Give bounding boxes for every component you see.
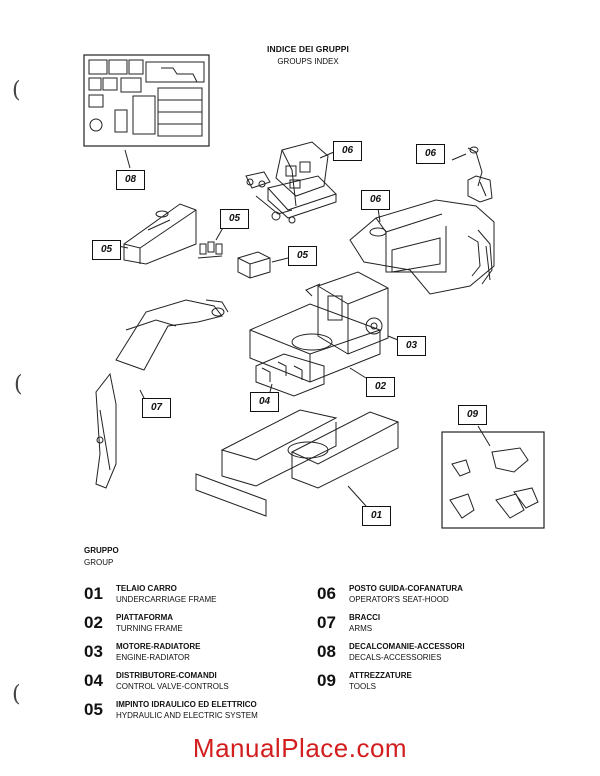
group-name-en: ENGINE-RADIATOR [116, 653, 190, 662]
binder-hole-mark-2: ( [14, 372, 23, 397]
group-name-en: TURNING FRAME [116, 624, 183, 633]
exploded-machine-drawing [83, 54, 545, 529]
joystick [467, 146, 493, 203]
callout-02: 02 [366, 377, 395, 397]
group-name-en: CONTROL VALVE-CONTROLS [116, 682, 229, 691]
group-item-08: 08 DECALCOMANIE-ACCESSORI DECALS-ACCESSO… [317, 642, 547, 668]
group-name-en: TOOLS [349, 682, 376, 691]
callout-06-hood: 06 [361, 190, 390, 210]
boom-and-arm [95, 299, 229, 489]
group-number: 02 [84, 613, 103, 632]
group-item-06: 06 POSTO GUIDA-COFANATURA OPERATOR'S SEA… [317, 584, 547, 610]
fuel-tank [123, 203, 197, 265]
undercarriage-frame [195, 409, 400, 517]
page-title: INDICE DEI GRUPPI [267, 44, 349, 54]
operator-seat [245, 141, 337, 224]
group-item-09: 09 ATTREZZATURE TOOLS [317, 671, 547, 697]
group-name-it: IMPINTO IDRAULICO ED ELETTRICO [116, 700, 257, 709]
binder-hole-mark-1: ( [12, 78, 21, 103]
callout-06-seat: 06 [333, 141, 362, 161]
group-name-en: ARMS [349, 624, 373, 633]
group-number: 08 [317, 642, 336, 661]
group-name-en: UNDERCARRIAGE FRAME [116, 595, 217, 604]
decals-sheet [83, 54, 210, 147]
group-name-en: HYDRAULIC AND ELECTRIC SYSTEM [116, 711, 258, 720]
page-subtitle: GROUPS INDEX [277, 57, 339, 66]
group-number: 06 [317, 584, 336, 603]
callout-01: 01 [362, 506, 391, 526]
callout-04: 04 [250, 392, 279, 412]
group-item-04: 04 DISTRIBUTORE-COMANDI CONTROL VALVE-CO… [84, 671, 314, 697]
callout-08: 08 [116, 170, 145, 190]
callout-05-battery: 05 [288, 246, 317, 266]
callout-06-joystick: 06 [416, 144, 445, 164]
group-number: 03 [84, 642, 103, 661]
group-item-07: 07 BRACCI ARMS [317, 613, 547, 639]
group-name-it: MOTORE-RADIATORE [116, 642, 201, 651]
group-name-it: TELAIO CARRO [116, 584, 177, 593]
group-number: 04 [84, 671, 103, 690]
group-heading: GRUPPO [84, 546, 119, 555]
group-number: 05 [84, 700, 103, 719]
group-number: 07 [317, 613, 336, 632]
group-item-01: 01 TELAIO CARRO UNDERCARRIAGE FRAME [84, 584, 314, 610]
engine-block [305, 271, 389, 355]
group-name-it: POSTO GUIDA-COFANATURA [349, 584, 463, 593]
battery [237, 251, 271, 279]
group-name-it: ATTREZZATURE [349, 671, 412, 680]
group-name-it: DECALCOMANIE-ACCESSORI [349, 642, 465, 651]
group-item-03: 03 MOTORE-RADIATORE ENGINE-RADIATOR [84, 642, 314, 668]
group-name-en: DECALS-ACCESSORIES [349, 653, 442, 662]
group-name-it: BRACCI [349, 613, 381, 622]
callout-09: 09 [458, 405, 487, 425]
callout-07: 07 [142, 398, 171, 418]
turning-frame [249, 303, 381, 383]
small-valves [197, 241, 223, 259]
watermark-text: ManualPlace.com [192, 733, 408, 763]
group-item-02: 02 PIATTAFORMA TURNING FRAME [84, 613, 314, 639]
group-name-en: OPERATOR'S SEAT-HOOD [349, 595, 449, 604]
engine-hood [349, 199, 495, 295]
callout-05-valves: 05 [220, 209, 249, 229]
buckets-box [441, 431, 545, 529]
binder-hole-mark-3: ( [12, 682, 21, 707]
control-valve [255, 353, 325, 397]
group-heading-en: GROUP [84, 558, 114, 567]
group-number: 09 [317, 671, 336, 690]
group-name-it: PIATTAFORMA [116, 613, 174, 622]
group-item-05: 05 IMPINTO IDRAULICO ED ELETTRICO HYDRAU… [84, 700, 314, 726]
group-name-it: DISTRIBUTORE-COMANDI [116, 671, 217, 680]
callout-05-tank: 05 [92, 240, 121, 260]
group-number: 01 [84, 584, 103, 603]
callout-03: 03 [397, 336, 426, 356]
